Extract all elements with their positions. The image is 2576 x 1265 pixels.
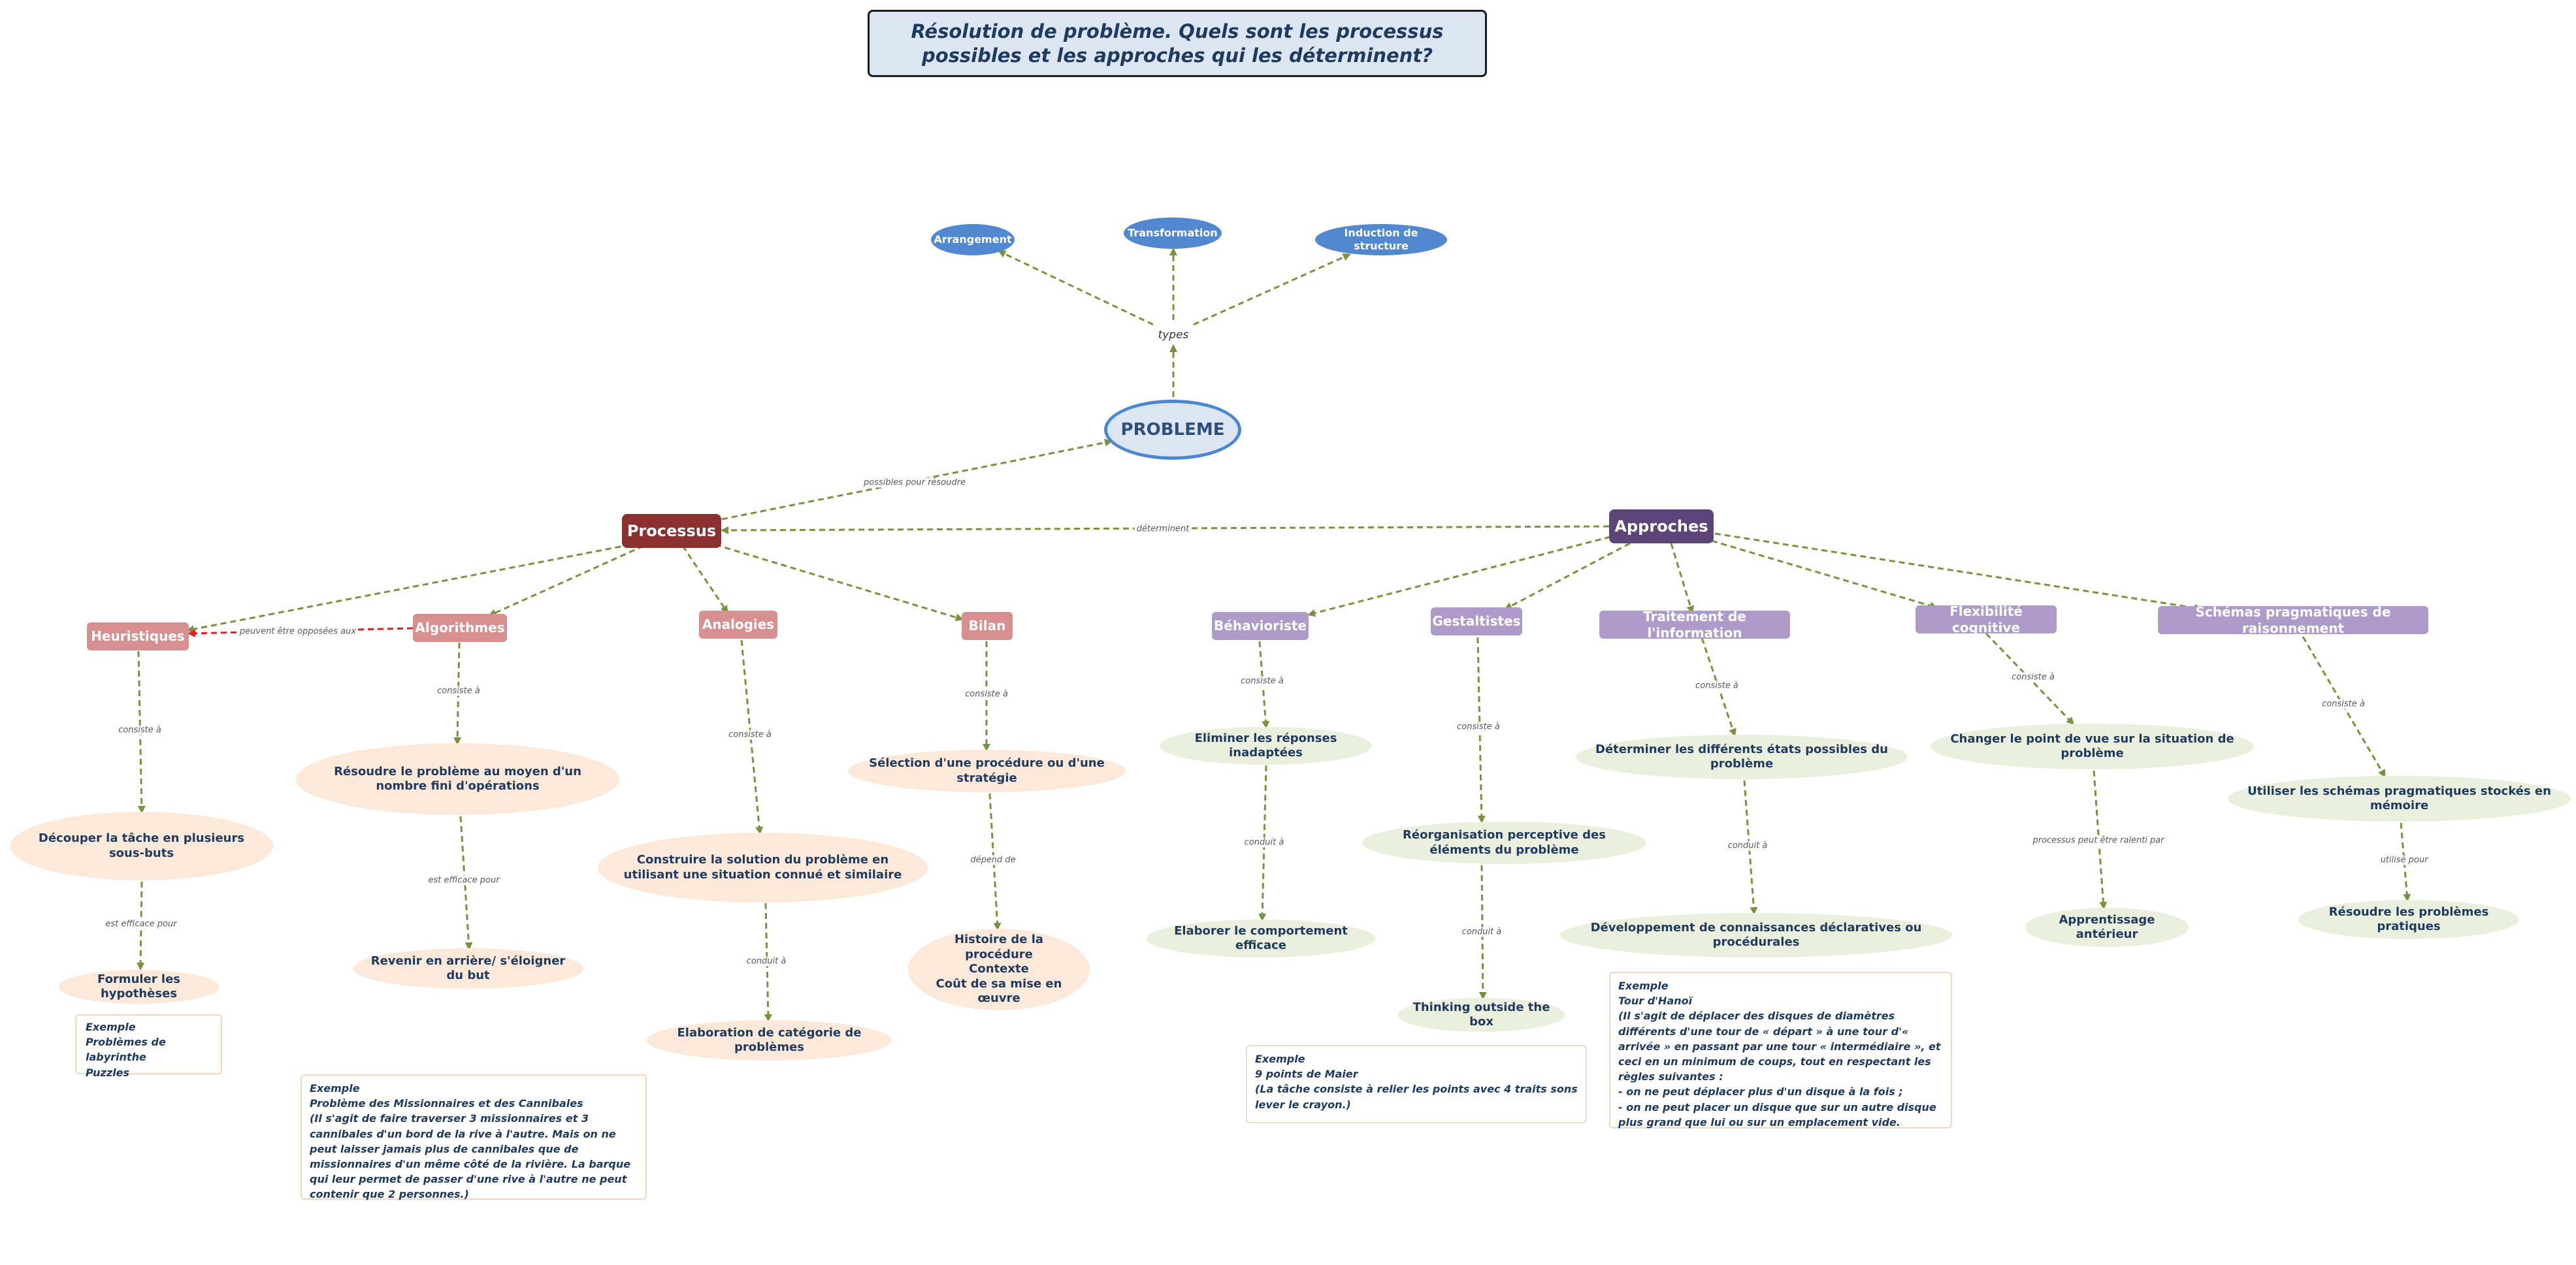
algorithmes-node[interactable]: Algorithmes <box>413 614 507 642</box>
edge-processus-analogies <box>681 545 728 614</box>
edge-label-consiste-bilan: consiste à <box>963 689 1010 699</box>
edge-label-opposees: peuvent être opposées aux <box>237 626 359 637</box>
example-gestalt-line-1: Exemple <box>1255 1053 1305 1065</box>
edge-approches-behavioriste <box>1307 536 1611 617</box>
example-algorithmes-line-3: (Il s'agit de faire traverser 3 missionn… <box>310 1112 631 1201</box>
leaf-eliminer[interactable]: Eliminer les réponses inadaptées <box>1160 727 1372 765</box>
edge-eliminer-elaborer <box>1258 765 1267 921</box>
edge-processus-heuristiques <box>186 543 631 633</box>
heuristiques-node[interactable]: Heuristiques <box>87 622 189 650</box>
edge-label-ralenti: processus peut être ralenti par <box>2030 835 2166 846</box>
approches-node[interactable]: Approches <box>1609 509 1714 543</box>
example-heuristiques-line-3: Puzzles <box>86 1066 130 1079</box>
edge-label-conduit-gestaltistes: conduit à <box>1459 927 1504 937</box>
edge-label-depend-bilan: dépend de <box>968 855 1018 865</box>
gestaltistes-node[interactable]: Gestaltistes <box>1431 607 1522 635</box>
example-gestalt: Exemple 9 points de Maier (La tâche cons… <box>1246 1045 1587 1123</box>
edge-approches-traitement <box>1670 543 1695 614</box>
edge-types-arrangement <box>998 250 1154 326</box>
edge-selection-histoire <box>988 793 1002 931</box>
edge-label-types: types <box>1156 328 1191 342</box>
histoire-line-3: Coût de sa mise en œuvre <box>936 976 1062 1006</box>
edge-label-consiste-schemas: consiste à <box>2320 699 2367 709</box>
edge-approches-schemas <box>1714 532 2202 612</box>
probleme-node[interactable]: PROBLEME <box>1104 400 1241 460</box>
edge-label-utilise: utilisé pour <box>2378 855 2430 865</box>
example-gestalt-line-2: 9 points de Maier <box>1255 1068 1358 1081</box>
example-heuristiques: Exemple Problèmes de labyrinthe Puzzles <box>75 1014 222 1079</box>
leaf-selection[interactable]: Sélection d'une procédure ou d'une strat… <box>848 750 1126 792</box>
histoire-line-1: Histoire de la procédure <box>954 933 1044 961</box>
traitement-node[interactable]: Traitement de l'information <box>1599 609 1790 641</box>
leaf-histoire[interactable]: Histoire de la procédure Contexte Coût d… <box>908 929 1090 1010</box>
edge-label-consiste-heuristiques: consiste à <box>116 725 163 735</box>
example-traitement-line-3: (Il s'agit de déplacer des disques de di… <box>1618 1010 1941 1083</box>
leaf-developpement[interactable]: Développement de connaissances déclarati… <box>1560 913 1952 957</box>
example-heuristiques-line-1: Exemple <box>86 1021 136 1033</box>
edge-label-efficace-algorithmes: est efficace pour <box>426 875 502 886</box>
edge-processus-algorithmes <box>488 545 644 616</box>
example-algorithmes-line-1: Exemple <box>310 1082 360 1095</box>
page-title: Résolution de problème. Quels sont les p… <box>868 10 1487 77</box>
edge-label-conduit-traitement: conduit à <box>1725 841 1770 851</box>
leaf-thinking[interactable]: Thinking outside the box <box>1398 998 1565 1032</box>
example-traitement-line-4: - on ne peut déplacer plus d'un disque à… <box>1618 1085 1903 1098</box>
type-induction[interactable]: Induction de structure <box>1315 224 1447 255</box>
leaf-formuler[interactable]: Formuler les hypothèses <box>59 970 219 1004</box>
example-gestalt-line-3: (La tâche consiste à relier les points a… <box>1255 1083 1578 1111</box>
bilan-node[interactable]: Bilan <box>962 612 1013 640</box>
behavioriste-node[interactable]: Béhavioriste <box>1212 612 1309 640</box>
type-arrangement[interactable]: Arrangement <box>931 224 1015 255</box>
edge-label-consiste-behavioriste: consiste à <box>1239 676 1286 686</box>
edge-label-consiste-traitement: consiste à <box>1693 681 1740 691</box>
edge-types-induction <box>1193 253 1351 326</box>
edge-label-possibles: possibles pour résoudre <box>862 477 968 488</box>
leaf-determiner[interactable]: Déterminer les différents états possible… <box>1576 735 1908 779</box>
edge-reorg-thinking <box>1478 865 1487 1000</box>
analogies-node[interactable]: Analogies <box>699 611 777 639</box>
leaf-apprentissage[interactable]: Apprentissage antérieur <box>2025 908 2189 947</box>
leaf-construire[interactable]: Construire la solution du problème en ut… <box>598 833 928 903</box>
example-algorithmes: Exemple Problème des Missionnaires et de… <box>301 1074 647 1200</box>
edge-label-conduit-behavioriste: conduit à <box>1242 837 1286 848</box>
type-transformation[interactable]: Transformation <box>1124 217 1222 249</box>
example-heuristiques-line-2: Problèmes de labyrinthe <box>86 1036 166 1064</box>
processus-node[interactable]: Processus <box>622 514 721 548</box>
leaf-changer[interactable]: Changer le point de vue sur la situation… <box>1931 724 2254 769</box>
example-traitement-line-1: Exemple <box>1618 980 1669 992</box>
example-traitement-line-2: Tour d'Hanoï <box>1618 995 1693 1008</box>
edge-label-consiste-gestaltistes: consiste à <box>1455 722 1502 732</box>
edge-label-determinent: déterminent <box>1134 524 1192 534</box>
example-traitement: Exemple Tour d'Hanoï (Il s'agit de dépla… <box>1609 972 1952 1129</box>
leaf-utiliser[interactable]: Utiliser les schémas pragmatiques stocké… <box>2228 776 2571 822</box>
edge-label-efficace-heuristiques: est efficace pour <box>103 919 179 929</box>
schemas-node[interactable]: Schémas pragmatiques de raisonnement <box>2158 604 2428 636</box>
edge-approches-gestaltistes <box>1504 542 1631 610</box>
flexibilite-node[interactable]: Flexibilité cognitive <box>1916 603 2057 635</box>
edge-processus-bilan <box>715 543 964 622</box>
edge-label-consiste-analogies: consiste à <box>726 729 774 740</box>
edge-utiliser-resoudre <box>2400 822 2411 902</box>
leaf-reorganisation[interactable]: Réorganisation perceptive des éléments d… <box>1362 822 1646 864</box>
leaf-resoudre-pratiques[interactable]: Résoudre les problèmes pratiques <box>2298 900 2519 939</box>
leaf-decouper[interactable]: Découper la tâche en plusieurs sous-buts <box>10 812 273 880</box>
leaf-resoudre-fini[interactable]: Résoudre le problème au moyen d'un nombr… <box>296 743 619 815</box>
edge-determiner-developpement <box>1743 780 1758 915</box>
edge-analogies-construire <box>740 639 764 835</box>
leaf-elaborer-comportement[interactable]: Elaborer le comportement efficace <box>1147 920 1375 957</box>
edge-resoudre-revenir <box>459 816 473 950</box>
leaf-revenir[interactable]: Revenir en arrière/ s'éloigner du but <box>353 948 583 989</box>
example-traitement-line-5: - on ne peut placer un disque que sur un… <box>1618 1100 1936 1129</box>
edge-label-consiste-flexibilite: consiste à <box>2010 672 2057 682</box>
example-algorithmes-line-2: Problème des Missionnaires et des Cannib… <box>310 1097 583 1110</box>
edge-label-consiste-algorithmes: consiste à <box>435 686 482 696</box>
histoire-line-2: Contexte <box>969 962 1029 976</box>
edge-label-conduit-analogies: conduit à <box>744 956 789 967</box>
leaf-elaboration-categorie[interactable]: Elaboration de catégorie de problèmes <box>647 1020 892 1061</box>
